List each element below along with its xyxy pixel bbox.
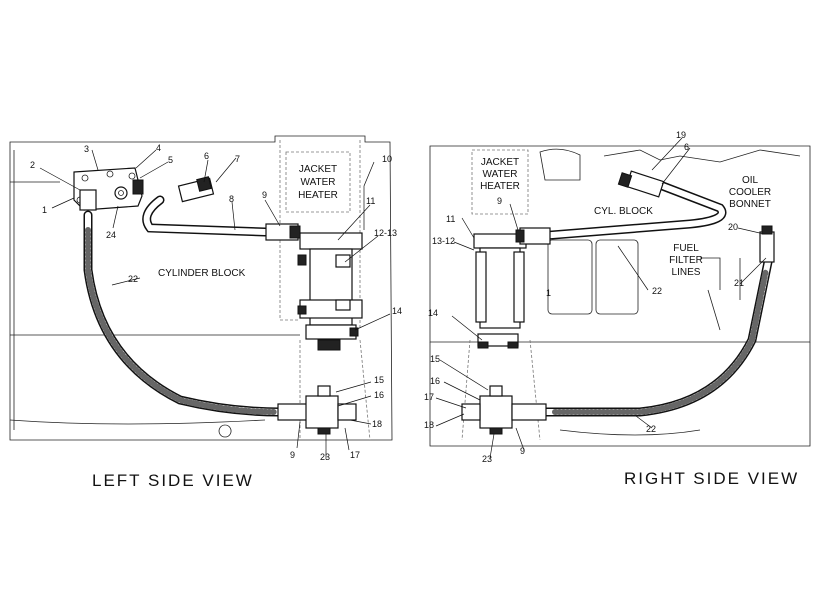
- shutoff-valve-block: [73, 167, 144, 211]
- right-view-title: RIGHT SIDE VIEW: [624, 469, 799, 488]
- callout-9: 9: [262, 190, 267, 200]
- callout-17-right: 17: [424, 392, 434, 402]
- callout-12-13: 12-13: [374, 228, 397, 238]
- callout-13-12: 13-12: [432, 236, 455, 246]
- callout-17: 17: [350, 450, 360, 460]
- callout-5: 5: [168, 155, 173, 165]
- heater-label-line2: WATER: [301, 177, 336, 188]
- left-view-title: LEFT SIDE VIEW: [92, 471, 254, 490]
- lower-tee-fitting: [277, 385, 357, 435]
- oil-cooler-label-line3: BONNET: [729, 199, 771, 210]
- fuel-filter-label-line3: LINES: [672, 267, 701, 278]
- callout-23: 23: [320, 452, 330, 462]
- callout-7: 7: [235, 154, 240, 164]
- callout-24: 24: [106, 230, 116, 240]
- callout-6: 6: [204, 151, 209, 161]
- callout-11: 11: [366, 196, 375, 206]
- callout-22: 22: [128, 274, 138, 284]
- jacket-water-heater: [297, 232, 363, 351]
- right-side-view: JACKET WATER HEATER: [424, 130, 811, 488]
- callout-21: 21: [734, 278, 744, 288]
- callout-16: 16: [374, 390, 384, 400]
- heater-label-box-right: [471, 149, 529, 215]
- heater-label-right-line1: JACKET: [481, 157, 519, 168]
- heater-label-box: [285, 151, 351, 213]
- jacket-water-heater-right: [473, 233, 527, 349]
- callout-2: 2: [30, 160, 35, 170]
- callout-15-right: 15: [430, 354, 440, 364]
- callout-22-right-lower: 22: [646, 424, 656, 434]
- fuel-filter-label-line1: FUEL: [673, 243, 699, 254]
- heater-label-right-line3: HEATER: [480, 181, 520, 192]
- callout-9-right-upper: 9: [497, 196, 502, 206]
- fuel-filter-label-line2: FILTER: [669, 255, 703, 266]
- callout-4: 4: [156, 143, 161, 153]
- callout-6-right: 6: [684, 142, 689, 152]
- heater-label-line1: JACKET: [299, 164, 337, 175]
- callout-14: 14: [392, 306, 402, 316]
- callout-11-right: 11: [446, 214, 455, 224]
- callout-10: 10: [382, 154, 392, 164]
- callout-1: 1: [42, 205, 47, 215]
- lower-tee-fitting-right: [461, 385, 547, 435]
- heater-label-line3: HEATER: [298, 190, 338, 201]
- callout-22-right-upper: 22: [652, 286, 662, 296]
- oil-cooler-label-line1: OIL: [742, 175, 759, 186]
- callout-14-right: 14: [428, 308, 438, 318]
- callout-20: 20: [728, 222, 738, 232]
- left-side-view: JACKET WATER HEATER: [9, 135, 402, 490]
- callout-16-right: 16: [430, 376, 440, 386]
- callout-9-lower: 9: [290, 450, 295, 460]
- callout-19: 19: [676, 130, 686, 140]
- cyl-block-label: CYL. BLOCK: [594, 206, 653, 217]
- callout-9-right-lower: 9: [520, 446, 525, 456]
- cylinder-block-label: CYLINDER BLOCK: [158, 268, 246, 279]
- callout-18-right: 18: [424, 420, 434, 430]
- callout-18: 18: [372, 419, 382, 429]
- callout-3: 3: [84, 144, 89, 154]
- oil-cooler-label-line2: COOLER: [729, 187, 771, 198]
- callout-8: 8: [229, 194, 234, 204]
- heater-label-right-line2: WATER: [483, 169, 518, 180]
- callout-15: 15: [374, 375, 384, 385]
- callout-1-right: 1: [546, 288, 551, 298]
- callout-23-right: 23: [482, 454, 492, 464]
